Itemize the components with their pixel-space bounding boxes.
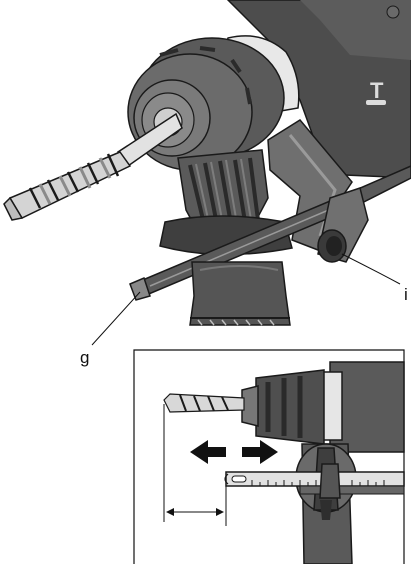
lower-housing xyxy=(189,261,291,326)
inset-depth-rod xyxy=(225,471,405,487)
leader-line-i xyxy=(341,253,401,285)
dimension-arrow-icon xyxy=(166,508,224,516)
brand-logo-bar xyxy=(366,100,386,105)
drill-bit-tip xyxy=(3,196,24,221)
label-g: g xyxy=(80,348,89,367)
depth-scale-ticks xyxy=(251,480,385,486)
brand-logo: T xyxy=(370,78,384,103)
inset-drill-bit xyxy=(163,393,245,413)
drill-illustration-top: T xyxy=(3,0,411,367)
depth-setting-inset xyxy=(133,349,405,564)
inset-frame xyxy=(133,349,405,564)
label-i: i xyxy=(404,285,408,304)
leader-line-g xyxy=(91,291,141,346)
double-arrow-icon xyxy=(190,440,278,464)
